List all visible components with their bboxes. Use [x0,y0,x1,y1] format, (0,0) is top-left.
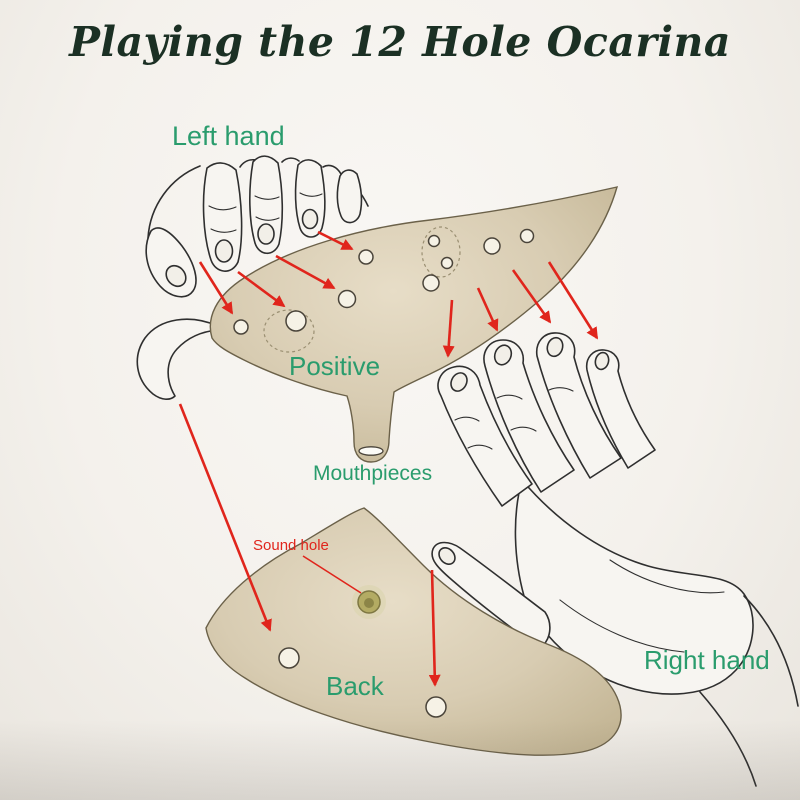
arrow-hole-to-right-pinky [547,261,599,340]
label-sound-hole: Sound hole [253,537,329,554]
front-hole-2 [285,310,307,332]
arrow-left-thumb-to-back-hole [178,403,272,632]
annotation-arrows [178,230,599,687]
left-finger-4 [336,169,363,224]
left-hand-back-outline [147,157,369,239]
dashed-circle-left [263,309,315,353]
right-pinky-finger [585,349,656,469]
right-thumb [431,541,551,649]
arrow-hole-to-right-middle [476,287,499,332]
label-right-hand: Right hand [644,645,770,675]
right-middle-creases [496,394,537,432]
label-mouthpieces: Mouthpieces [313,462,433,485]
right-index-nail [450,372,468,392]
front-ocarina-body [209,186,618,463]
arrow-left-finger3-to-hole [317,230,354,251]
sound-hole-pointer-line [302,555,362,594]
right-middle-nail [493,344,513,366]
left-hand-drawing [136,155,369,400]
label-back: Back [326,671,384,701]
front-hole-9 [519,228,535,244]
front-holes [233,228,535,335]
arrow-left-finger2-to-hole [275,254,336,290]
back-hole-1 [278,647,300,669]
left-finger-1-nail [214,239,234,263]
right-middle-finger [483,339,575,493]
back-holes [278,647,447,718]
mouthpiece-opening [358,446,384,456]
front-ocarina [209,186,618,463]
arrow-hole-to-right-ring [511,269,552,324]
arrow-left-finger1-to-hole [237,270,286,308]
label-positive: Positive [289,351,381,381]
front-hole-5 [422,274,440,292]
front-hole-8 [483,237,501,255]
left-finger-2-creases [254,195,280,221]
right-wrist-lines [699,595,799,787]
arrow-hole-to-right-index [442,299,455,358]
left-palm-heel [136,318,219,400]
left-finger-3-nail [301,208,319,230]
left-finger-2 [249,155,284,255]
arrow-right-thumb-to-back-hole [428,569,441,687]
front-hole-3 [337,289,357,309]
right-hand-drawing [431,332,799,787]
dashed-circle-right [421,226,461,278]
front-hole-4 [358,249,374,265]
front-hole-6 [427,234,441,248]
right-ring-finger [535,332,622,479]
right-ring-creases [548,387,574,392]
back-ocarina-body [205,507,622,756]
right-ring-nail [546,336,564,358]
back-hole-2 [425,696,447,718]
right-pinky-nail [594,351,610,371]
right-thumb-nail [438,547,456,565]
front-dashed-circles [263,226,461,353]
arrow-left-thumb-to-hole [198,261,234,315]
right-index-creases [454,416,493,450]
right-hand-tendon-lines [559,559,725,653]
front-hole-7 [440,256,454,270]
left-finger-3-creases [299,192,323,197]
page-title: Playing the 12 Hole Ocarina [69,18,731,66]
left-finger-1 [202,162,243,272]
front-hole-1 [233,319,249,335]
label-left-hand: Left hand [172,121,285,151]
left-finger-2-nail [257,223,275,245]
left-finger-1-creases [208,205,237,233]
right-index-finger [437,365,533,507]
left-thumb [145,227,197,298]
left-thumb-nail [165,264,187,288]
sound-hole-center [364,598,374,608]
back-ocarina [205,507,622,756]
